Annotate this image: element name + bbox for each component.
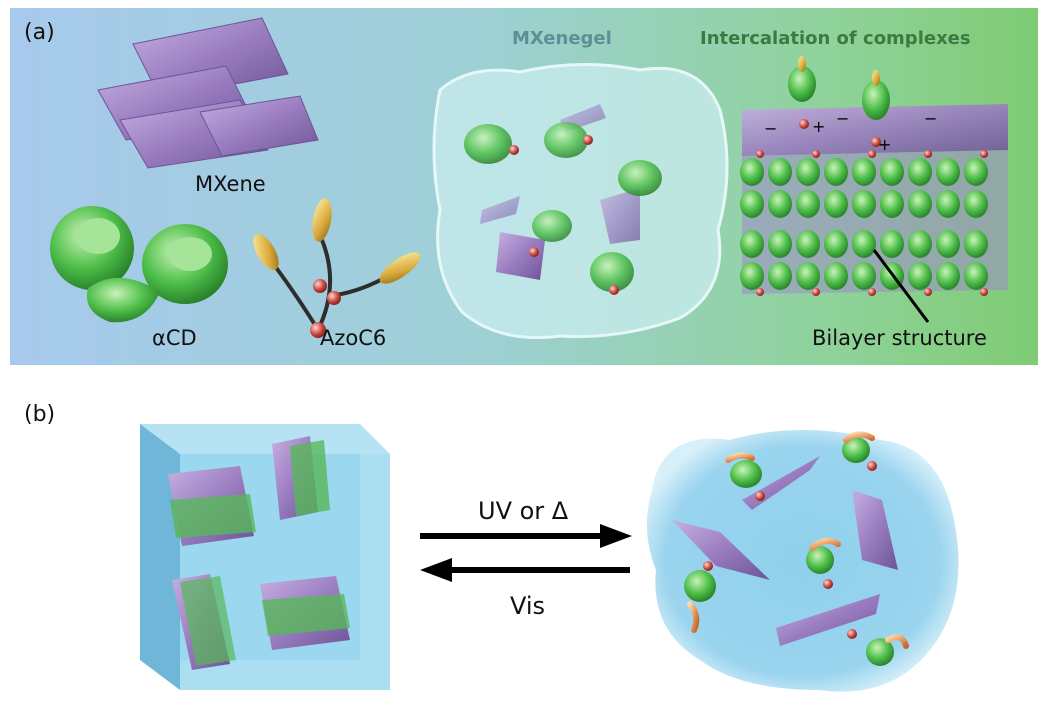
dispersed-solution-illustration bbox=[646, 430, 959, 692]
charge-4: + bbox=[878, 135, 891, 154]
forward-reaction-label: UV or Δ bbox=[478, 497, 569, 525]
mxenegel-illustration bbox=[432, 63, 729, 340]
charge-1: − bbox=[764, 119, 777, 138]
alpha-cyclodextrin-illustration bbox=[50, 206, 228, 323]
gel-cube-illustration bbox=[140, 424, 390, 690]
azoc6-illustration bbox=[253, 198, 421, 338]
reverse-reaction-label: Vis bbox=[510, 592, 546, 620]
alpha-cd-label: αCD bbox=[152, 326, 197, 350]
bilayer-label: Bilayer structure bbox=[812, 326, 987, 350]
bilayer-illustration bbox=[740, 56, 1008, 323]
mxene-label: MXene bbox=[195, 172, 266, 196]
charge-symbols: − + − + − bbox=[764, 109, 937, 154]
panel-a-tag: (a) bbox=[24, 20, 55, 45]
charge-3: − bbox=[836, 109, 849, 128]
mxenegel-label: MXenegel bbox=[512, 28, 612, 49]
charge-5: − bbox=[924, 109, 937, 128]
intercalation-label: Intercalation of complexes bbox=[700, 28, 971, 49]
panel-b-tag: (b) bbox=[24, 402, 56, 427]
mxene-sheets-illustration bbox=[97, 17, 319, 169]
charge-2: + bbox=[812, 117, 825, 136]
reaction-arrows bbox=[420, 524, 632, 582]
azoc6-label: AzoC6 bbox=[320, 326, 387, 350]
